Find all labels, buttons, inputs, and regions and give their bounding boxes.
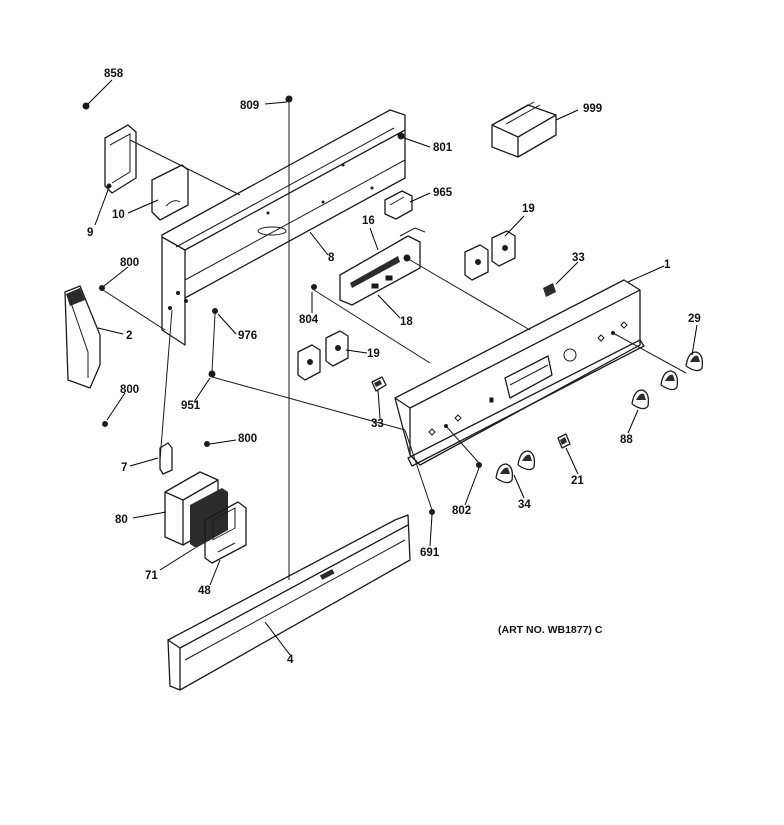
knob-part-88-b (631, 389, 650, 410)
callout-802: 802 (452, 505, 471, 517)
callout-80: 80 (115, 514, 128, 526)
callout-8: 8 (328, 252, 335, 264)
bottom-trim-part-4 (167, 514, 411, 691)
callout-965: 965 (433, 187, 453, 199)
callout-1: 1 (664, 259, 671, 271)
callout-33-lower: 33 (371, 418, 384, 430)
bracket-part-9 (104, 124, 137, 194)
bracket-part-10 (151, 164, 189, 221)
callout-88: 88 (620, 434, 633, 446)
callout-18: 18 (400, 316, 413, 328)
switch-part-19-upper (464, 230, 516, 281)
callout-2: 2 (126, 330, 132, 342)
callout-691: 691 (420, 547, 440, 559)
callout-801: 801 (433, 142, 453, 154)
leader-lines (87, 79, 698, 656)
switch-part-19-lower (297, 330, 349, 381)
clip-part-33-upper (543, 283, 556, 297)
callout-19-upper: 19 (522, 203, 535, 215)
art-number: (ART NO. WB1877) C (498, 624, 603, 636)
callout-21: 21 (571, 475, 584, 487)
callout-19-lower: 19 (367, 348, 380, 360)
callout-951: 951 (181, 400, 201, 412)
callout-9: 9 (87, 227, 93, 239)
callout-976: 976 (238, 330, 257, 342)
block-part-999 (491, 101, 557, 158)
callout-800-lower: 800 (238, 433, 257, 445)
screws (82, 95, 482, 515)
callout-34: 34 (518, 499, 531, 511)
callout-16: 16 (362, 215, 375, 227)
terminal-block-part-965 (384, 190, 413, 220)
part-21 (557, 433, 571, 449)
side-trim-part-2 (64, 285, 101, 389)
callout-999: 999 (583, 103, 602, 115)
knob-part-34-a (517, 450, 536, 471)
callout-800-middle: 800 (120, 384, 139, 396)
electronic-control-part-16 (339, 227, 426, 306)
callout-labels: 858 809 999 801 965 9 10 19 16 8 1 33 80… (87, 68, 701, 666)
callout-809: 809 (240, 100, 259, 112)
callout-48: 48 (198, 585, 211, 597)
knob-part-88-a (660, 370, 679, 391)
knob-part-34-b (495, 463, 514, 484)
control-panel-part-1 (394, 279, 645, 467)
callout-33-upper: 33 (572, 252, 585, 264)
callout-10: 10 (112, 209, 125, 221)
guide-lines (102, 102, 687, 580)
back-panel-part-8 (161, 109, 406, 346)
callout-800-upper: 800 (120, 257, 139, 269)
switch-part-48 (204, 501, 247, 564)
clip-part-33-lower (371, 376, 387, 392)
knob-part-29 (685, 351, 704, 372)
callout-71: 71 (145, 570, 158, 582)
callout-804: 804 (299, 314, 319, 326)
callout-858: 858 (104, 68, 124, 80)
callout-4: 4 (287, 654, 294, 666)
callout-29: 29 (688, 313, 701, 325)
bracket-part-7 (159, 442, 173, 475)
callout-7: 7 (121, 462, 127, 474)
